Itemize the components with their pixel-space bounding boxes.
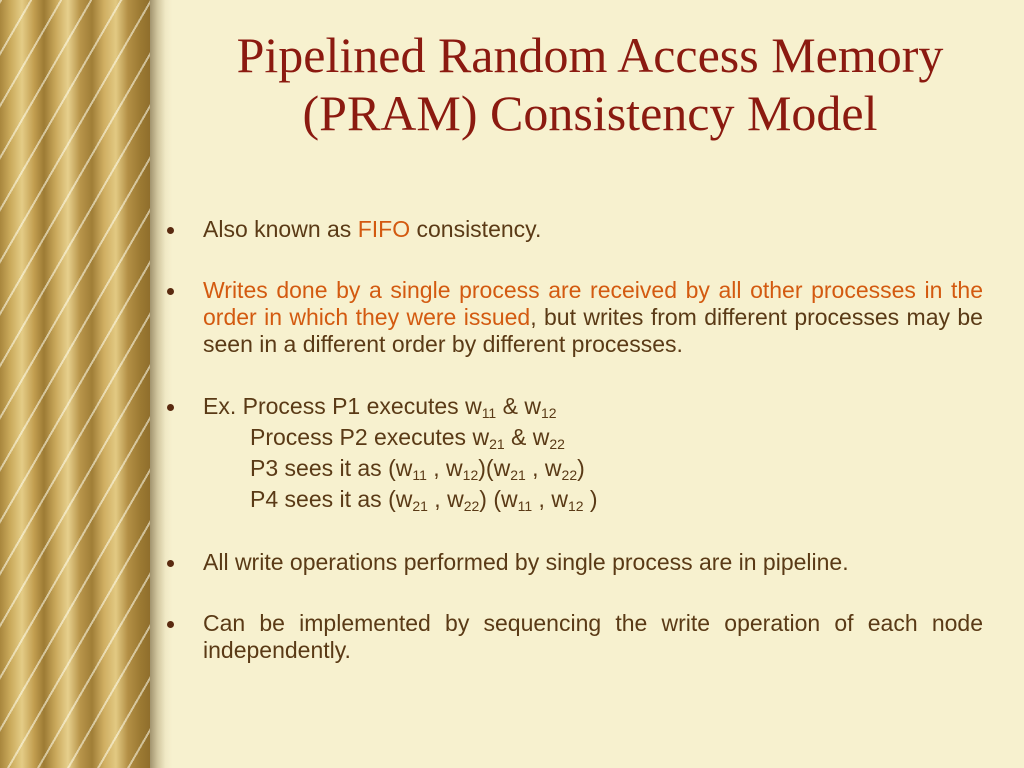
title-line-2: (PRAM) Consistency Model bbox=[302, 85, 878, 141]
bullet-dot-icon bbox=[167, 227, 174, 234]
bullet-dot-icon bbox=[167, 621, 174, 628]
slide-title: Pipelined Random Access Memory (PRAM) Co… bbox=[172, 26, 1008, 142]
bullet-dot-icon bbox=[167, 404, 174, 411]
title-line-1: Pipelined Random Access Memory bbox=[236, 27, 944, 83]
fifo-highlight: FIFO bbox=[357, 216, 411, 242]
writes-highlight: Writes done by a single process are rece… bbox=[203, 277, 983, 330]
pillar-shadow bbox=[150, 0, 172, 768]
bullet-writes-order: Writes done by a single process are rece… bbox=[165, 277, 983, 358]
bullet-implementation: Can be implemented by sequencing the wri… bbox=[165, 610, 983, 664]
example-line-p1: Ex. Process P1 executes w11 & w12 bbox=[203, 393, 557, 421]
decorative-gold-pillar bbox=[0, 0, 150, 768]
bullet-list: Also known as FIFO consistency. Writes d… bbox=[165, 216, 983, 664]
example-line-p2: Process P2 executes w21 & w22 bbox=[250, 424, 565, 452]
bullet-dot-icon bbox=[167, 288, 174, 295]
bullet-fifo: Also known as FIFO consistency. bbox=[165, 216, 983, 243]
bullet-pipeline: All write operations performed by single… bbox=[165, 549, 983, 576]
example-line-p3: P3 sees it as (w11 , w12)(w21 , w22) bbox=[250, 455, 585, 483]
example-line-p4: P4 sees it as (w21 , w22) (w11 , w12 ) bbox=[250, 486, 598, 514]
bullet-dot-icon bbox=[167, 560, 174, 567]
bullet-example: Ex. Process P1 executes w11 & w12 Proces… bbox=[165, 391, 983, 515]
